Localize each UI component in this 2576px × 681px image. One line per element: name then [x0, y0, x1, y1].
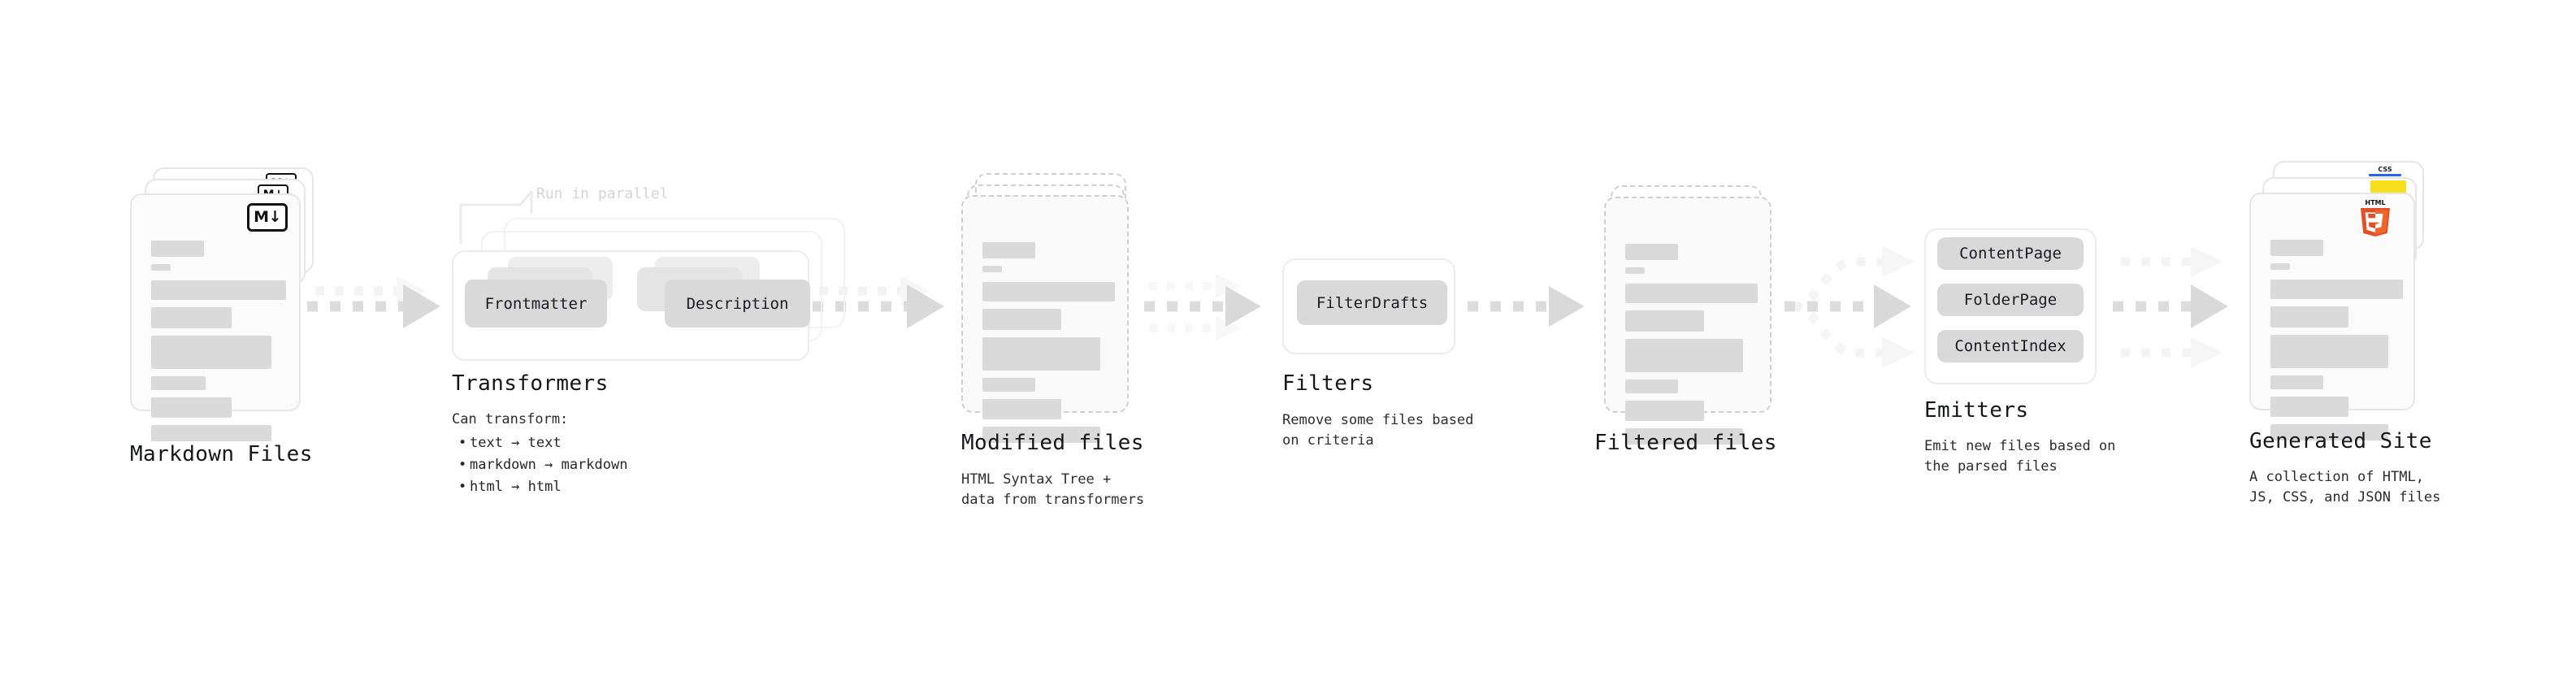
doc-bar: [151, 307, 232, 328]
arrow-emitters-to-generated-top: [2121, 246, 2223, 277]
doc-bar: [151, 397, 232, 418]
transformer-chip-description[interactable]: Description: [665, 280, 810, 327]
arrow-modified-to-filters-ghost: [1149, 274, 1242, 298]
arrow-modified-to-filters-ghost2: [1149, 316, 1242, 340]
filter-chip-filterdrafts[interactable]: FilterDrafts: [1297, 280, 1447, 325]
css-icon-underline: [2369, 174, 2401, 176]
doc-bar: [151, 376, 206, 390]
emitters-description-line2: the parsed files: [1924, 458, 2058, 475]
run-in-parallel-label: Run in parallel: [536, 185, 669, 202]
doc-bar: [2270, 424, 2388, 440]
emitter-chip-folderpage[interactable]: FolderPage: [1937, 284, 2084, 316]
filtered-card-front: [1604, 197, 1772, 445]
doc-bar: [982, 242, 1035, 258]
doc-bar: [151, 425, 271, 441]
arrow-filtered-to-emitters-branch-bottom: [1792, 301, 1915, 368]
doc-bar: [982, 337, 1100, 371]
doc-bar: [151, 264, 171, 271]
doc-bar: [2270, 397, 2348, 417]
arrow-emitters-to-generated-main: [2113, 284, 2228, 328]
caption-transformers: Transformers: [452, 371, 609, 396]
arrow-markdown-to-transformers-ghost: [315, 276, 426, 306]
transformers-bullet-item: markdown → markdown: [457, 454, 627, 476]
doc-bar: [2270, 306, 2348, 327]
transformers-bullet-list: text → text markdown → markdown html → h…: [457, 432, 627, 498]
doc-bar: [1625, 380, 1678, 393]
doc-bar: [151, 280, 286, 300]
doc-bar: [2270, 240, 2323, 256]
svg-text:HTML: HTML: [2365, 199, 2385, 206]
arrow-emitters-to-generated-bottom: [2121, 337, 2223, 368]
caption-filters: Filters: [1282, 371, 1374, 396]
transformer-chip-frontmatter[interactable]: Frontmatter: [465, 280, 607, 327]
markdown-card-lines: [151, 241, 286, 449]
caption-emitters: Emitters: [1924, 398, 2029, 423]
doc-bar: [982, 399, 1061, 419]
doc-bar: [982, 282, 1115, 301]
generated-site-description-line2: JS, CSS, and JSON files: [2249, 489, 2441, 505]
doc-bar: [1625, 401, 1704, 421]
filters-description-line2: on criteria: [1282, 432, 1374, 449]
doc-bar: [1625, 267, 1645, 274]
arrow-markdown-to-transformers: [307, 284, 440, 328]
transformers-bullet-item: text → text: [457, 432, 627, 454]
html5-icon: HTML: [2357, 197, 2393, 236]
doc-bar: [1625, 310, 1704, 332]
doc-bar: [2270, 263, 2290, 270]
doc-bar: [2270, 375, 2323, 389]
arrow-modified-to-filters: [1144, 286, 1261, 327]
transformers-bullet-item: html → html: [457, 476, 627, 498]
emitter-chip-contentindex[interactable]: ContentIndex: [1937, 330, 2084, 362]
markdown-icon: M↓: [247, 203, 288, 232]
doc-bar: [982, 378, 1035, 392]
doc-bar: [1625, 244, 1678, 260]
filtered-card-lines: [1625, 244, 1758, 452]
emitter-chip-contentpage[interactable]: ContentPage: [1937, 237, 2084, 270]
arrow-filtered-to-emitters-branch-top: [1792, 246, 1915, 311]
caption-markdown-files: Markdown Files: [130, 442, 313, 466]
doc-bar: [982, 427, 1100, 443]
modified-files-description-line1: HTML Syntax Tree +: [961, 471, 1112, 488]
doc-bar: [2270, 280, 2403, 299]
doc-bar: [982, 266, 1002, 272]
modified-card-lines: [982, 242, 1115, 450]
markdown-card-front: [130, 193, 301, 441]
doc-bar: [1625, 428, 1743, 445]
doc-bar: [151, 336, 271, 369]
arrow-filters-to-filtered: [1468, 286, 1585, 327]
css-icon: CSS: [2369, 166, 2401, 179]
doc-bar: [1625, 339, 1743, 372]
doc-bar: [1625, 284, 1758, 303]
doc-bar: [982, 309, 1061, 330]
transformers-sub-heading: Can transform:: [452, 411, 569, 427]
generated-site-description-line1: A collection of HTML,: [2249, 469, 2424, 485]
caption-generated-site: Generated Site: [2249, 429, 2432, 453]
emitters-description-line1: Emit new files based on: [1924, 438, 2116, 454]
doc-bar: [151, 241, 204, 257]
caption-filtered-files: Filtered files: [1594, 431, 1777, 455]
filters-description-line1: Remove some files based: [1282, 412, 1474, 428]
caption-modified-files: Modified files: [961, 431, 1144, 455]
generated-card-lines: [2270, 240, 2403, 448]
arrow-filtered-to-emitters-main: [1785, 284, 1911, 328]
doc-bar: [2270, 335, 2388, 368]
css-icon-label: CSS: [2378, 166, 2392, 173]
modified-card-front: [961, 195, 1129, 443]
modified-files-description-line2: data from transformers: [961, 492, 1145, 508]
